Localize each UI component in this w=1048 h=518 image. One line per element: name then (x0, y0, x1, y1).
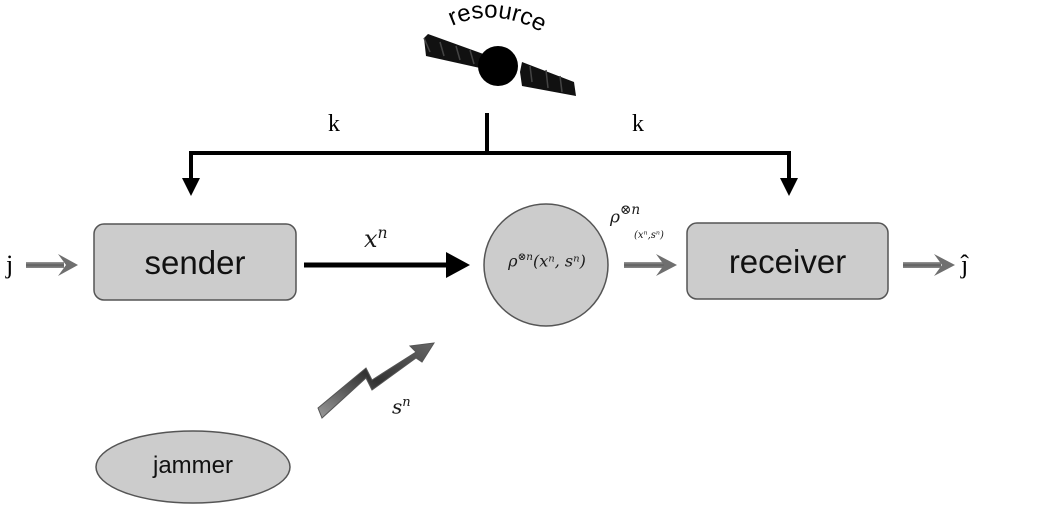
sn-label: sn (392, 396, 411, 417)
rho-sup: ⊗n (620, 202, 641, 218)
lightning-bolt-icon (317, 342, 435, 419)
jammer-label: jammer (152, 452, 233, 479)
key-distribution-lines (189, 113, 791, 180)
arrowhead-to-sender (182, 178, 200, 196)
receiver-box (686, 222, 889, 300)
sender-label: sender (144, 244, 246, 281)
sn-base: s (392, 394, 403, 419)
sender-box (93, 223, 297, 301)
rho-base: ρ (610, 207, 620, 228)
xn-sup: n (377, 224, 388, 242)
jammer-ellipse (95, 430, 291, 504)
output-message-label: ĵ (961, 250, 969, 279)
output-arrow (903, 254, 955, 276)
satellite-icon (423, 34, 576, 96)
channel-rho: ρ (508, 251, 518, 271)
rho-output-label: ρ⊗n (610, 203, 640, 228)
input-arrow (26, 254, 78, 276)
resource-label: resource (444, 0, 551, 38)
channel-circle (483, 203, 609, 327)
channel-to-receiver-arrow (624, 254, 677, 276)
xn-label: xn (364, 224, 388, 253)
key-label-right: k (632, 111, 644, 137)
rho-output-sub: (xⁿ,sⁿ) (634, 230, 664, 241)
sn-sup: n (402, 395, 411, 410)
input-message-label: j (6, 250, 14, 279)
channel-formula: ρ⊗n(xⁿ, sⁿ) (490, 252, 604, 269)
arrowhead-to-receiver (780, 178, 798, 196)
xn-base: x (364, 225, 378, 253)
receiver-label: receiver (728, 243, 847, 280)
channel-args: (xⁿ, sⁿ) (532, 251, 586, 271)
channel-tensor: ⊗n (517, 251, 533, 263)
xn-arrowhead (446, 252, 470, 278)
key-label-left: k (328, 111, 340, 137)
